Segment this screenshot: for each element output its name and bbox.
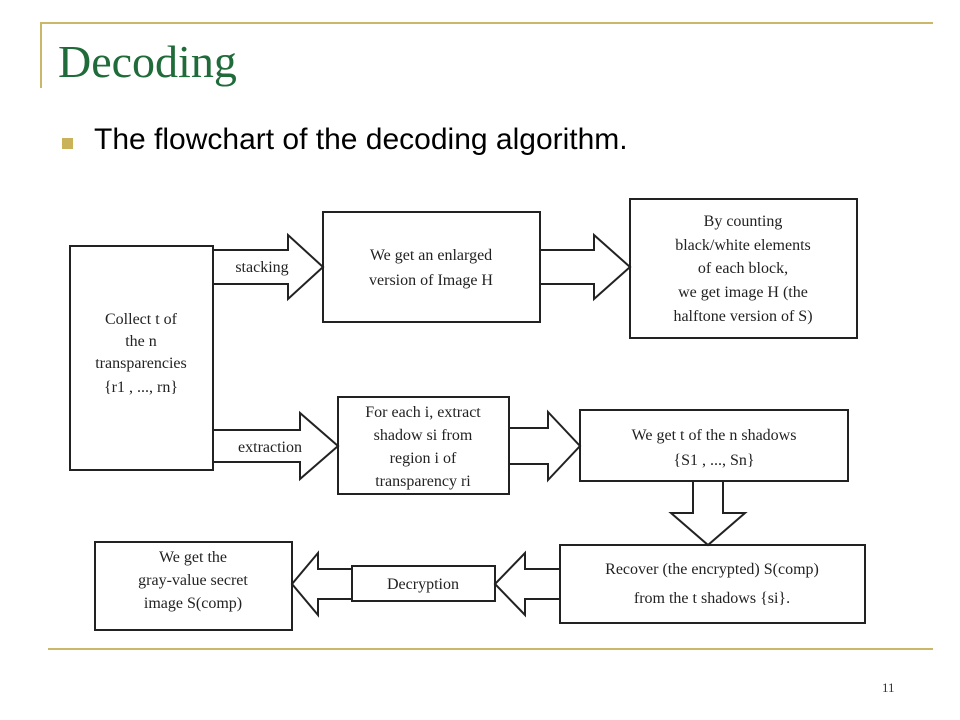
box-shadows [579,409,849,482]
enlarged-line1: We get an enlarged [370,247,492,264]
svg-text:{S1 , ..., Sn}: {S1 , ..., Sn} [673,452,754,469]
svg-text:image S(comp): image S(comp) [144,595,242,612]
svg-text:stacking: stacking [235,259,288,276]
extract-line3: region i of [390,450,457,467]
collect-line2: the n [125,333,157,350]
secret-line3: image S(comp) [144,595,242,612]
stacking-label: stacking [235,259,288,276]
box-extract [337,396,510,495]
extract-line1: For each i, extract [365,404,481,421]
box-recover [559,544,866,624]
collect-line3: transparencies [95,355,187,372]
recover-line1: Recover (the encrypted) S(comp) [605,561,819,578]
page-number: 11 [882,680,895,695]
svg-text:We get t of the n shadows: We get t of the n shadows [632,427,797,444]
shadows-line2: {S1 , ..., Sn} [673,452,754,469]
counting-line2: black/white elements [675,237,811,254]
decryption-label: Decryption [387,576,459,593]
svg-text:We get an enlarged: We get an enlarged [370,247,492,264]
collect-line1: Collect t of [105,311,178,328]
svg-text:region i of: region i of [390,450,457,467]
top-rule [40,22,933,24]
bullet-text: The flowchart of the decoding algorithm. [94,123,628,156]
arrow-to-shadows [508,409,582,483]
left-rule [40,22,42,88]
counting-line3: of each block, [698,260,788,277]
secret-line1: We get the [159,549,227,566]
svg-text:halftone version of S): halftone version of S) [673,308,812,325]
svg-text:gray-value secret: gray-value secret [138,572,248,589]
box-counting [629,198,858,339]
svg-text:transparency ri: transparency ri [375,473,471,490]
secret-line2: gray-value secret [138,572,248,589]
collect-line4: {r1 , ..., rn} [104,379,178,396]
box-collect [69,245,214,471]
svg-text:we get image H (the: we get image H (the [678,284,808,301]
arrow-to-counting [539,232,632,302]
box-secret [94,541,293,631]
svg-text:Recover (the encrypted) S(comp: Recover (the encrypted) S(comp) [605,561,819,578]
svg-text:version of Image H: version of Image H [369,272,493,289]
extract-line4: transparency ri [375,473,471,490]
svg-text:shadow si from: shadow si from [374,427,473,444]
enlarged-line2: version of Image H [369,272,493,289]
svg-text:of each block,: of each block, [698,260,788,277]
extraction-label: extraction [238,439,302,456]
svg-text:the n: the n [125,333,157,350]
slide-title: Decoding [58,36,237,87]
svg-text:transparencies: transparencies [95,355,187,372]
svg-text:We get the: We get the [159,549,227,566]
svg-text:By counting: By counting [704,213,783,230]
recover-line2: from the t shadows {si}. [634,590,790,607]
svg-text:extraction: extraction [238,439,302,456]
counting-line5: halftone version of S) [673,308,812,325]
svg-text:{r1 , ..., rn}: {r1 , ..., rn} [104,379,178,396]
svg-text:For each i, extract: For each i, extract [365,404,481,421]
svg-text:Decryption: Decryption [387,576,459,593]
svg-text:from the t shadows {si}.: from the t shadows {si}. [634,590,790,607]
counting-line1: By counting [704,213,783,230]
svg-text:black/white elements: black/white elements [675,237,811,254]
bullet-marker [62,138,73,149]
svg-text:Collect t of: Collect t of [105,311,178,328]
counting-line4: we get image H (the [678,284,808,301]
arrow-to-decryption [493,550,561,618]
arrow-to-secret [290,550,353,618]
shadows-line1: We get t of the n shadows [632,427,797,444]
box-enlarged [322,211,541,323]
arrow-extraction [212,410,340,482]
extract-line2: shadow si from [374,427,473,444]
arrow-down [668,480,748,547]
arrow-stacking [212,232,325,302]
bottom-rule [48,648,933,650]
